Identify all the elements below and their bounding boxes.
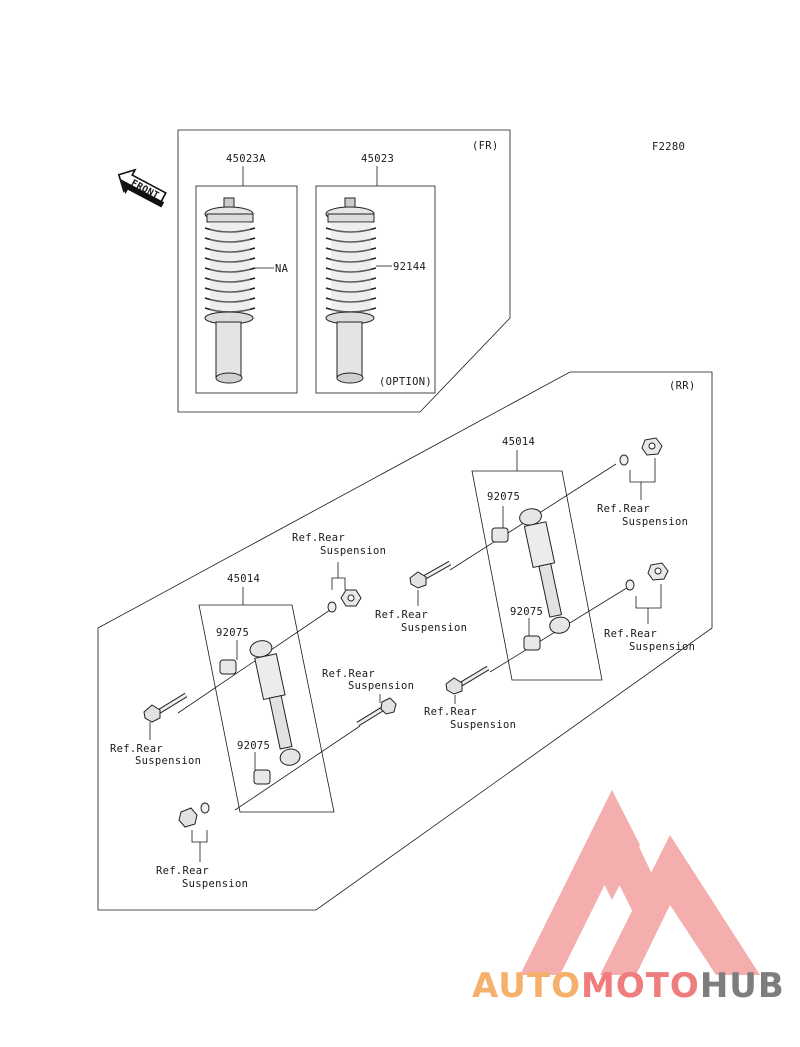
callout-92144: 92144 [393,261,426,273]
ref-rear-suspension-4a: Ref.Rear [156,865,209,877]
nut-right-lower [625,562,669,591]
front-arrow-icon: FRONT [117,168,167,208]
rear-shock-left [249,640,301,766]
option-note: (OPTION) [379,376,432,388]
bolt-left-lower [356,697,397,727]
bushing-92075-right-bottom [523,635,541,651]
ref-rear-suspension-8a: Ref.Rear [424,706,477,718]
figure-code: F2280 [652,141,685,153]
bushing-92075-right-top [491,527,509,543]
rear-shock-left-outline [198,604,335,813]
nut-right-upper [619,437,663,466]
ref-rear-suspension-6a: Ref.Rear [375,609,428,621]
part-number-92075-right-top: 92075 [487,491,520,503]
ref-rear-suspension-4b: Suspension [182,878,248,890]
front-shock-right [325,197,377,384]
front-section-tag: (FR) [472,140,499,152]
rear-section-tag: (RR) [669,380,696,392]
ref-rear-suspension-5b: Suspension [622,516,688,528]
part-number-45023a: 45023A [226,153,266,165]
watermark-logo [520,790,760,975]
bolt-right-upper [409,560,452,589]
ref-rear-suspension-1a: Ref.Rear [292,532,345,544]
front-shock-left-box [195,185,298,394]
part-number-92075-left-top: 92075 [216,627,249,639]
rear-shock-right [519,508,571,634]
ref-rear-suspension-5a: Ref.Rear [597,503,650,515]
nut-left-lower [178,802,210,828]
part-number-92075-right-bottom: 92075 [510,606,543,618]
ref-rear-suspension-7a: Ref.Rear [604,628,657,640]
ref-rear-suspension-3b: Suspension [348,680,414,692]
ref-rear-suspension-2a: Ref.Rear [110,743,163,755]
part-number-45014-right: 45014 [502,436,535,448]
ref-rear-suspension-2b: Suspension [135,755,201,767]
bushing-92075-left-top [219,659,237,675]
rear-shock-right-outline [471,470,603,681]
watermark-moto: MOTO [581,966,700,1006]
callout-na: NA [275,263,289,275]
front-shock-left [204,197,256,384]
part-number-92075-left-bottom: 92075 [237,740,270,752]
bushing-92075-left-bottom [253,769,271,785]
watermark-hub: HUB [700,966,785,1006]
bolt-right-lower [445,665,490,695]
watermark-auto: AUTO [472,966,581,1006]
part-number-45023: 45023 [361,153,394,165]
front-shock-right-box [315,185,436,394]
ref-rear-suspension-8b: Suspension [450,719,516,731]
ref-rear-suspension-3a: Ref.Rear [322,668,375,680]
ref-rear-suspension-6b: Suspension [401,622,467,634]
bolt-left-upper [143,692,188,723]
ref-rear-suspension-7b: Suspension [629,641,695,653]
watermark-text: AUTOMOTOHUB [472,966,785,1006]
rear-section-frame [97,371,713,911]
part-number-45014-left: 45014 [227,573,260,585]
front-section-frame [177,129,511,413]
ref-rear-suspension-1b: Suspension [320,545,386,557]
nut-left-upper [327,589,362,613]
